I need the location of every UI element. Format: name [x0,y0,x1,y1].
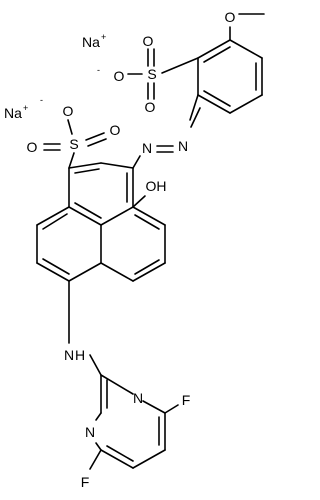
fluorine-atom: F [182,392,191,408]
oxygen-atom: O [143,33,154,49]
oxygen-atom: O [110,122,121,138]
sodium-ion-2: Na + [4,103,28,121]
fluorine-atom: F [81,474,90,490]
azo-group: N N [132,94,201,169]
amine-hydrogen: H [75,347,85,363]
sodium-charge: + [23,103,28,113]
methoxy-oxygen: O [225,9,236,25]
amine-nitrogen: N [64,347,74,363]
amine-group: N H [64,280,102,376]
negative-charge: - [40,95,43,105]
sulfur-atom: S [147,66,156,82]
oxygen-anion: O [114,68,125,84]
hydroxyl-group: OH [132,178,167,208]
azo-nitrogen: N [142,140,152,156]
naphthalene-ring-a [68,162,134,226]
chemical-structure: Na + Na + O S O O O - [4,9,265,490]
methoxy-group: O [225,9,265,41]
pyrimidine-ring: N N [85,374,166,469]
sodium-charge: + [101,32,106,42]
sodium-symbol: Na [4,105,22,121]
hydroxyl-label: OH [146,178,167,194]
sodium-ion-1: Na + [82,32,106,50]
azo-nitrogen: N [178,138,188,154]
oxygen-anion: O [63,103,74,119]
sulfonate-group-upper: S O O O - [97,33,199,115]
pyrimidine-nitrogen: N [85,424,95,440]
sulfonate-group-lower: S O O O - [27,95,121,169]
pyrimidine-nitrogen: N [133,390,143,406]
fluorine-substituents: F F [81,392,191,490]
naphthalene-ring-b [36,206,166,282]
oxygen-atom: O [27,139,38,155]
sodium-symbol: Na [82,34,100,50]
sulfur-atom: S [69,136,78,152]
oxygen-atom: O [145,99,156,115]
methoxyphenyl-ring-bonds [197,39,263,114]
negative-charge: - [97,65,100,75]
